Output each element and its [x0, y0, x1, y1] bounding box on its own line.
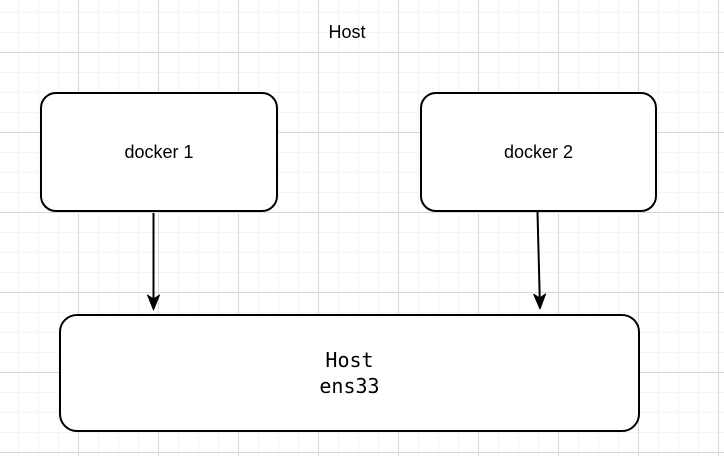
node-host-ens33[interactable]: Host ens33: [59, 314, 640, 432]
node-host-label: Host ens33: [319, 347, 379, 399]
node-docker2-label: docker 2: [503, 141, 574, 162]
node-docker1-label: docker 1: [124, 141, 194, 162]
node-host-label-line1: Host: [325, 348, 374, 372]
node-docker2[interactable]: docker 2: [420, 92, 657, 212]
node-host-label-line2: ens33: [319, 374, 380, 398]
node-docker1[interactable]: docker 1: [40, 92, 278, 212]
diagram-title[interactable]: Host: [328, 22, 366, 42]
edge-docker2-to-host[interactable]: [533, 211, 547, 310]
